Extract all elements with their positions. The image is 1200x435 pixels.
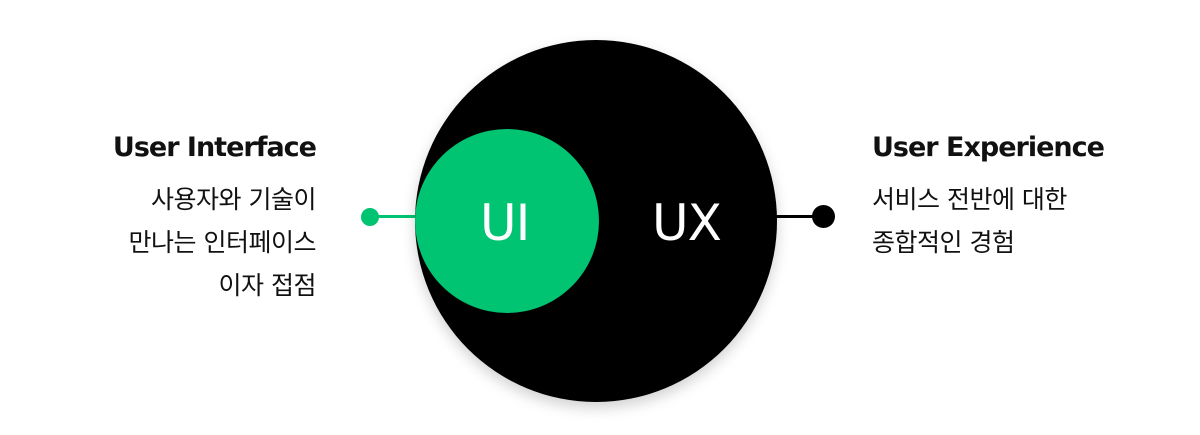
ui-description-line: 사용자와 기술이	[151, 185, 316, 215]
ui-description: User Interface 사용자와 기술이 만나는 인터페이스 이자 접점	[112, 132, 317, 307]
ui-description-line: 이자 접점	[218, 271, 317, 301]
ux-description-line: 서비스 전반에 대한	[872, 185, 1067, 215]
ux-connector-dot	[812, 205, 835, 228]
ui-description-line: 만나는 인터페이스	[128, 228, 317, 258]
ui-connector-line	[370, 215, 418, 218]
ui-connector-dot	[361, 208, 379, 226]
ui-circle-label: UI	[480, 194, 530, 252]
ux-connector-line	[775, 215, 823, 218]
ux-circle-label: UX	[652, 194, 722, 252]
ux-description: User Experience 서비스 전반에 대한 종합적인 경험	[872, 132, 1105, 264]
ui-description-title: User Interface	[112, 132, 317, 163]
ui-circle	[415, 129, 599, 313]
ux-description-title: User Experience	[872, 132, 1105, 163]
ux-description-line: 종합적인 경험	[872, 228, 1015, 258]
